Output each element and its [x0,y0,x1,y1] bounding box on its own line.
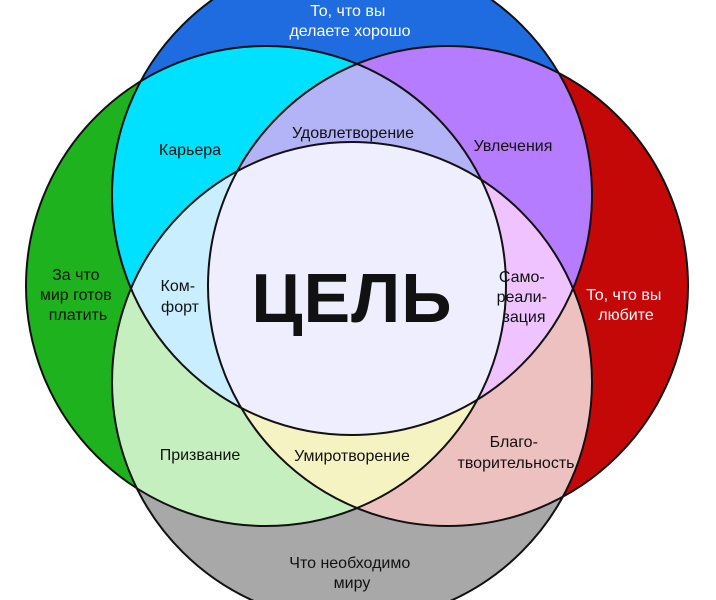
label-charity-line-1: Благо- [490,434,538,451]
label-right-line-2: любите [598,307,654,324]
label-vocation: Призвание [160,447,241,464]
label-right: То, что вы любите [586,287,666,324]
label-selfrealization: Само- реали- зация [497,269,552,326]
label-bottom-line-1: Что необходимо [289,555,410,572]
label-top-line-2: делаете хорошо [289,23,410,40]
label-satisfaction: Удовлетворение [292,125,414,142]
circle-bottom-outline [111,141,593,600]
label-comfort-line-1: Ком- [161,278,196,295]
label-selfrealization-line-1: Само- [499,269,545,286]
label-charity: Благо- творительность [458,434,575,472]
label-left-line-3: платить [49,307,107,324]
label-left-line-2: мир готов [40,287,112,304]
label-left-line-1: За что [52,267,99,284]
circle-top-outline [111,0,593,436]
label-charity-line-2: творительность [458,455,575,472]
label-selfrealization-line-3: зация [503,309,546,326]
label-top: То, что вы делаете хорошо [289,3,410,40]
label-left: За что мир готов платить [40,267,116,324]
label-career: Карьера [159,142,221,159]
label-selfrealization-line-2: реали- [497,289,547,306]
label-comfort: Ком- форт [161,278,200,316]
label-peace: Умиротворение [294,448,410,465]
label-right-line-1: То, что вы [586,287,661,304]
region-purpose [208,142,506,435]
label-top-line-1: То, что вы [310,3,385,20]
circle-outlines [25,0,689,600]
label-bottom: Что необходимо миру [289,555,414,592]
label-bottom-line-2: миру [334,575,371,592]
label-hobby: Увлечения [474,138,553,155]
label-comfort-line-2: форт [161,299,200,316]
center-title: ЦЕЛЬ [251,259,452,337]
circle-right-outline [207,45,689,527]
circle-left-outline [25,45,507,527]
